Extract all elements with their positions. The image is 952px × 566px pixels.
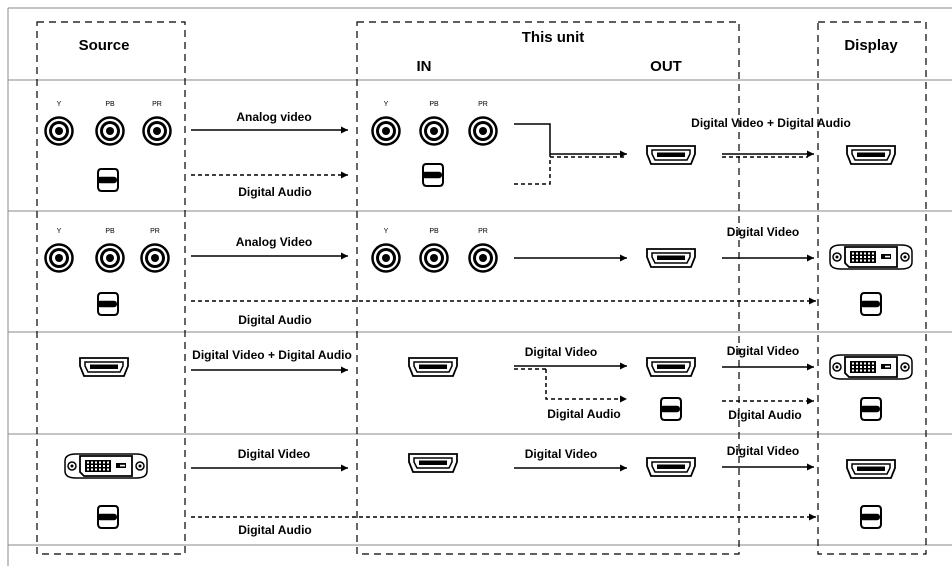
component-label-pr: PR [478, 101, 488, 108]
digital-audio-label: Digital Audio [238, 313, 312, 327]
component-label-pr: PR [478, 228, 488, 235]
out-header: OUT [650, 58, 682, 75]
optical-port-icon [96, 505, 119, 529]
component-label-pb: PB [429, 228, 439, 235]
diagram-frame [7, 7, 952, 566]
digital-video-label: Digital Video [525, 447, 597, 461]
rca-jack-icon [468, 243, 498, 273]
rca-jack-icon [95, 243, 125, 273]
digital-video-label: Digital Video [727, 225, 799, 239]
hdmi-port-icon [408, 357, 458, 377]
dvi-port-icon [829, 354, 913, 380]
component-label-pb: PB [105, 228, 115, 235]
optical-port-icon [859, 397, 882, 421]
digital-video-label: Digital Video [238, 447, 310, 461]
optical-port-icon [96, 292, 119, 316]
digital-video-label: Digital Video [727, 444, 799, 458]
rca-jack-icon [419, 116, 449, 146]
hdmi-port-icon [846, 459, 896, 479]
hdmi-port-icon [846, 145, 896, 165]
digital-audio-label: Digital Audio [238, 185, 312, 199]
optical-port-icon [421, 163, 444, 187]
digital-video-audio-label: Digital Video + Digital Audio [192, 348, 352, 362]
internal-audio-arrow [545, 369, 627, 403]
source-column-box [36, 21, 186, 555]
hdmi-port-icon [408, 453, 458, 473]
component-label-y: Y [57, 228, 62, 235]
digital-video-label: Digital Video [525, 345, 597, 359]
optical-port-icon [859, 292, 882, 316]
rca-jack-icon [371, 243, 401, 273]
optical-port-icon [659, 397, 682, 421]
internal-audio-path [514, 156, 551, 185]
hdmi-port-icon [646, 145, 696, 165]
rca-jack-icon [371, 116, 401, 146]
row-2-analog-video-to-dvi: Y PB PR Analog Video Y PB PR Digital Vid… [44, 225, 913, 327]
this-unit-column-box [356, 21, 740, 555]
hdmi-port-icon [646, 357, 696, 377]
component-label-y: Y [384, 228, 389, 235]
component-label-pb: PB [105, 101, 115, 108]
digital-audio-label: Digital Audio [728, 408, 802, 422]
digital-audio-label: Digital Audio [238, 523, 312, 537]
rca-jack-icon [419, 243, 449, 273]
out-label: Digital Video + Digital Audio [691, 116, 851, 130]
component-label-pr: PR [150, 228, 160, 235]
display-column-box [817, 21, 927, 555]
component-label-y: Y [384, 101, 389, 108]
analog-video-label: Analog Video [236, 235, 312, 249]
digital-audio-label: Digital Audio [547, 407, 621, 421]
hdmi-port-icon [79, 357, 129, 377]
rca-jack-icon [95, 116, 125, 146]
source-header: Source [79, 37, 130, 54]
component-label-y: Y [57, 101, 62, 108]
rca-jack-icon [44, 243, 74, 273]
dvi-port-icon [829, 244, 913, 270]
this-unit-header: This unit [522, 29, 585, 46]
dvi-port-icon [64, 453, 148, 479]
optical-port-icon [96, 168, 119, 192]
analog-video-label: Analog video [236, 110, 311, 124]
row-1-analog-video-to-hdmi: Y PB PR Analog video Digital Audio Y PB … [44, 101, 896, 199]
hdmi-port-icon [646, 248, 696, 268]
digital-video-label: Digital Video [727, 344, 799, 358]
rca-jack-icon [140, 243, 170, 273]
rca-jack-icon [468, 116, 498, 146]
row-4-dvi-source: Digital Video Digital Video Digital Vide… [64, 444, 896, 537]
component-label-pb: PB [429, 101, 439, 108]
component-label-pr: PR [152, 101, 162, 108]
rca-jack-icon [142, 116, 172, 146]
optical-port-icon [859, 505, 882, 529]
hdmi-port-icon [646, 457, 696, 477]
row-3-hdmi-source: Digital Video + Digital Audio Digital Vi… [79, 344, 913, 422]
display-header: Display [844, 37, 898, 54]
internal-video-path [514, 123, 551, 156]
rca-jack-icon [44, 116, 74, 146]
in-header: IN [417, 58, 432, 75]
